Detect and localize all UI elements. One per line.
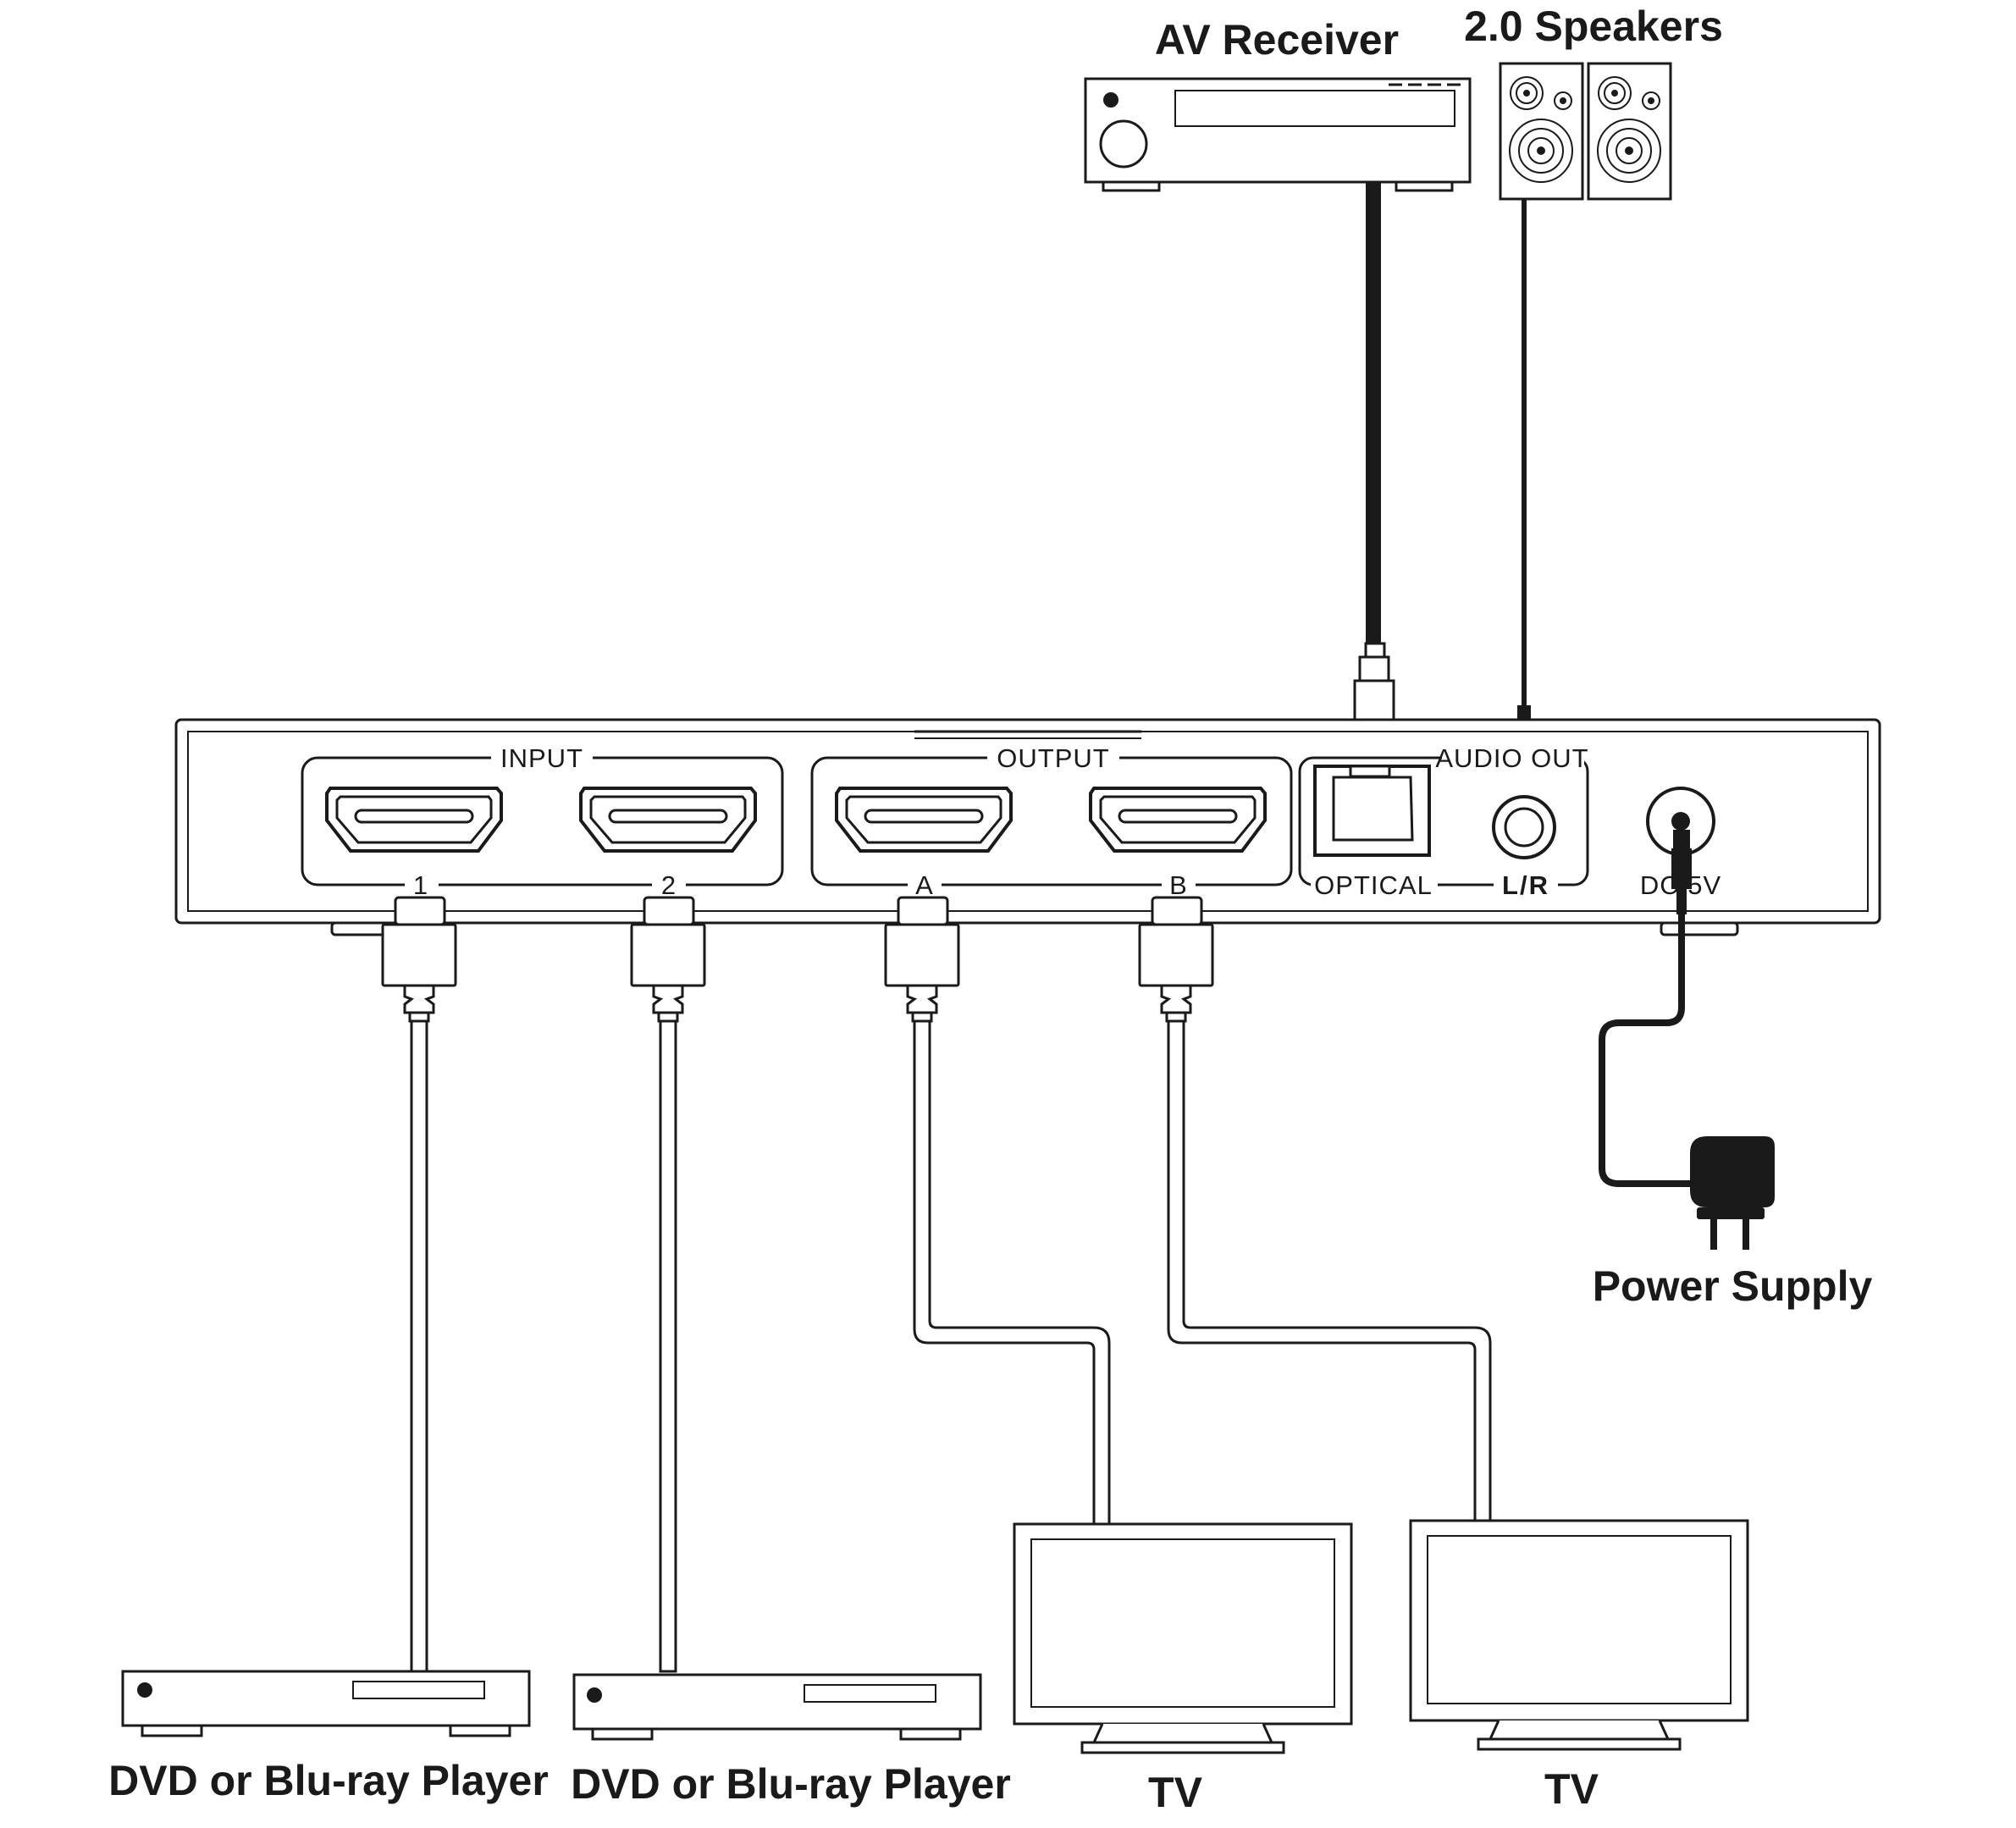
optical-cable — [1353, 182, 1395, 779]
hdmi-cable-output-b — [1138, 896, 1492, 1521]
input-2-label: 2 — [661, 870, 677, 900]
av-receiver-label: AV Receiver — [1155, 16, 1399, 64]
tv-2-label: TV — [1544, 1765, 1599, 1813]
tv-1-label: TV — [1148, 1769, 1203, 1816]
power-supply-label: Power Supply — [1593, 1262, 1873, 1310]
lr-label: L/R — [1502, 870, 1549, 900]
optical-port[interactable] — [1313, 765, 1431, 857]
player-1-label: DVD or Blu-ray Player — [108, 1757, 549, 1804]
output-a-label: A — [915, 870, 934, 900]
speakers-label: 2.0 Speakers — [1464, 3, 1723, 50]
lr-audio-jack[interactable] — [1492, 795, 1556, 859]
hdmi-cable-input-2 — [630, 896, 706, 1673]
av-receiver: AV Receiver — [1084, 16, 1472, 192]
receiver-power-led — [1103, 92, 1118, 108]
dvd-player-1: DVD or Blu-ray Player — [108, 1670, 549, 1804]
input-group-label: INPUT — [500, 743, 583, 773]
hdmi-input-2-port[interactable] — [579, 787, 757, 853]
receiver-volume-knob — [1099, 119, 1148, 168]
output-b-label: B — [1169, 870, 1188, 900]
power-cable — [1599, 830, 1692, 1187]
power-adapter-icon: Power Supply — [1593, 1136, 1873, 1310]
input-1-label: 1 — [413, 870, 428, 900]
player-2-label: DVD or Blu-ray Player — [571, 1760, 1011, 1808]
hdmi-cable-output-a — [884, 896, 1111, 1524]
analog-audio-cable — [1512, 199, 1536, 810]
dvd-player-2: DVD or Blu-ray Player — [571, 1673, 1011, 1808]
hdmi-input-1-port[interactable] — [325, 787, 503, 853]
speakers: 2.0 Speakers — [1464, 3, 1723, 201]
switch-unit: INPUT OUTPUT AUDIO OUT — [174, 718, 1881, 936]
audio-group-label: AUDIO OUT — [1435, 743, 1588, 773]
hdmi-output-b-port[interactable] — [1089, 787, 1267, 853]
tv-1: TV — [1013, 1522, 1353, 1816]
optical-label: OPTICAL — [1314, 870, 1433, 900]
dc-power-jack[interactable] — [1646, 787, 1715, 856]
output-group-label: OUTPUT — [997, 743, 1109, 773]
hdmi-cable-input-1 — [381, 896, 457, 1673]
tv-2: TV — [1409, 1519, 1749, 1813]
hdmi-output-a-port[interactable] — [835, 787, 1013, 853]
